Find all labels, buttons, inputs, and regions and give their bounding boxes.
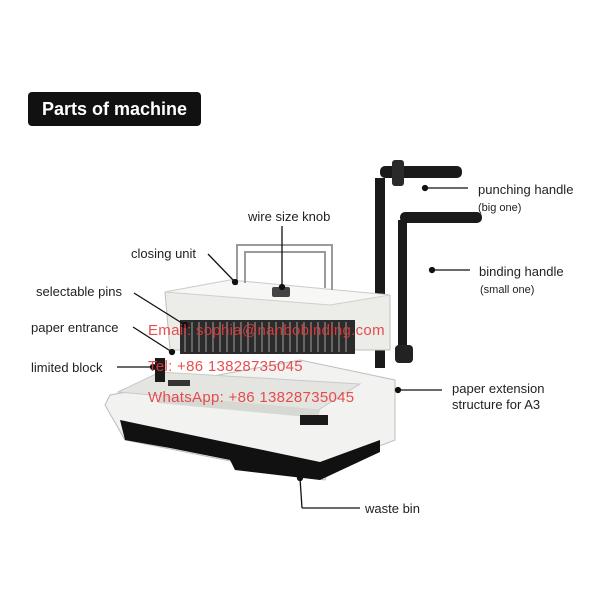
watermark-tel: Tel: +86 13828735045 bbox=[148, 358, 303, 375]
binding-handle-shape bbox=[395, 212, 482, 363]
label-wire-size-knob: wire size knob bbox=[248, 209, 331, 224]
wire-guide bbox=[236, 244, 333, 290]
label-punching-handle: punching handle bbox=[478, 182, 574, 197]
label-binding-handle: binding handle bbox=[479, 264, 564, 279]
label-punching-handle-note: (big one) bbox=[478, 202, 522, 214]
label-paper-extension-line1: paper extension bbox=[452, 381, 545, 396]
label-closing-unit: closing unit bbox=[131, 246, 197, 261]
page-title: Parts of machine bbox=[28, 92, 201, 126]
label-limited-block: limited block bbox=[31, 360, 103, 375]
leader-lines bbox=[117, 184, 470, 509]
pin-comb bbox=[180, 320, 355, 354]
watermark-whatsapp: WhatsApp: +86 13828735045 bbox=[148, 389, 355, 406]
punching-handle-shape bbox=[375, 160, 462, 368]
label-binding-handle-note: (small one) bbox=[480, 284, 535, 296]
label-paper-extension-line2: structure for A3 bbox=[452, 397, 541, 412]
watermark-email: Email: sophia@nanbobinding.com bbox=[148, 322, 385, 339]
label-waste-bin: waste bin bbox=[365, 501, 420, 516]
label-paper-entrance: paper entrance bbox=[31, 320, 119, 335]
wire-size-knob-shape bbox=[272, 287, 290, 297]
label-selectable-pins: selectable pins bbox=[36, 284, 122, 299]
